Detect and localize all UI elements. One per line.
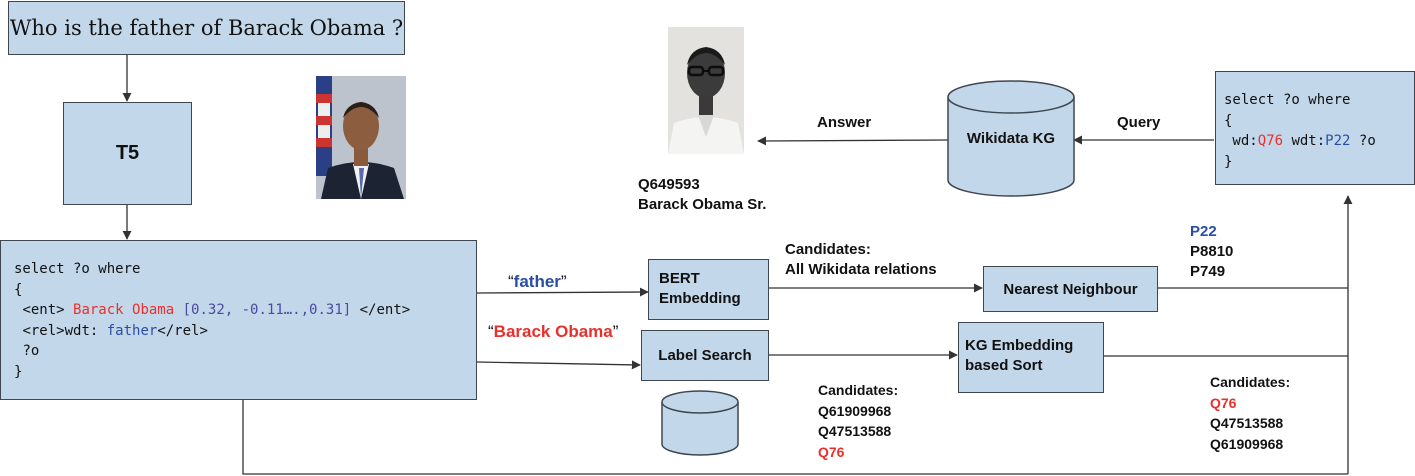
- kg-label: Wikidata KG: [966, 130, 1056, 147]
- question-box: Who is the father of Barack Obama ?: [8, 1, 405, 55]
- final-query-line-2: {: [1224, 112, 1233, 129]
- template-entity-label: Barack Obama: [73, 302, 175, 318]
- kg-database-icon: [947, 80, 1075, 197]
- arrow-to-bert: [476, 287, 649, 297]
- relation-candidates-text: Candidates: All Wikidata relations: [785, 241, 937, 278]
- final-query-triple: wd:Q76 wdt:P22 ?o: [1224, 133, 1376, 149]
- rel-close-tag: </rel>: [157, 322, 208, 339]
- entity-candidates-list: Candidates: Q61909968 Q47513588 Q76: [818, 380, 898, 462]
- t5-label: T5: [115, 142, 140, 164]
- rel-open-tag: <rel>wdt:: [22, 322, 107, 339]
- final-query-relation-id: P22: [1325, 133, 1351, 149]
- bert-embedding-box: BERT Embedding: [648, 259, 769, 320]
- ent-open-tag: <ent>: [22, 302, 74, 318]
- label-index-database-icon: [661, 390, 739, 456]
- final-query-line-1: select ?o where: [1224, 92, 1351, 108]
- entity-candidate-item: Q61909968: [818, 402, 892, 419]
- entity-candidate-item: Q47513588: [818, 423, 892, 439]
- query-edge-label: Query: [1117, 114, 1161, 131]
- sorted-candidate-item: Q47513588: [1210, 415, 1284, 431]
- label-search-box: Label Search: [641, 330, 769, 381]
- sorted-candidate-item: Q76: [1210, 394, 1237, 411]
- final-query-line-4: }: [1224, 153, 1233, 170]
- sorted-candidate-item: Q61909968: [1210, 435, 1284, 452]
- nearest-neighbour-box: Nearest Neighbour: [983, 266, 1158, 312]
- nearest-neighbour-label: Nearest Neighbour: [1003, 280, 1138, 298]
- bert-label-line-1: BERT: [659, 270, 700, 287]
- template-entity-line: <ent> Barack Obama [0.32, -0.11….,0.31] …: [14, 300, 476, 321]
- arrow-kg-to-answer: [757, 136, 949, 146]
- barack-obama-photo-icon: [316, 76, 406, 199]
- kg-embedding-sort-box: KG Embedding based Sort: [958, 322, 1104, 393]
- entity-candidate-item: Q76: [818, 443, 845, 460]
- arrow-to-label-search: [476, 360, 641, 370]
- template-relation-label: father: [106, 322, 158, 339]
- ent-close-tag: </ent>: [351, 302, 411, 318]
- entity-mention: “Barack Obama”: [488, 322, 619, 341]
- kg-sort-line-2: based Sort: [965, 357, 1043, 374]
- relation-result-item: P8810: [1190, 243, 1234, 260]
- answer-edge-label: Answer: [817, 114, 872, 131]
- final-query-box: select ?o where { wd:Q76 wdt:P22 ?o }: [1215, 71, 1415, 185]
- line-template-bottom-loop: [242, 400, 1348, 475]
- answer-name: Barack Obama Sr.: [638, 196, 767, 213]
- relation-result-item: P22: [1190, 223, 1217, 240]
- relation-mention: “father”: [508, 272, 567, 291]
- t5-model-box: T5: [63, 102, 192, 205]
- kg-sort-line-1: KG Embedding: [965, 337, 1074, 354]
- template-line-1: select ?o where: [14, 261, 141, 277]
- barack-obama-sr-photo-icon: [668, 27, 744, 154]
- final-query-entity-id: Q76: [1257, 133, 1284, 149]
- template-relation-line: <rel>wdt: father</rel>: [14, 321, 476, 342]
- sorted-candidates-list: Candidates: Q76 Q47513588 Q61909968: [1210, 372, 1290, 454]
- question-text: Who is the father of Barack Obama ?: [9, 16, 404, 40]
- template-line-6: }: [14, 363, 23, 380]
- entity-candidates-title: Candidates:: [818, 382, 899, 398]
- template-line-2: {: [14, 281, 23, 298]
- bert-label-line-2: Embedding: [659, 290, 741, 307]
- relation-results-list: P22 P8810 P749: [1190, 222, 1233, 282]
- sorted-candidates-title: Candidates:: [1210, 374, 1291, 390]
- query-template-box: select ?o where { <ent> Barack Obama [0.…: [0, 240, 477, 400]
- label-search-label: Label Search: [658, 347, 752, 364]
- answer-text: Q649593 Barack Obama Sr.: [638, 175, 766, 215]
- template-entity-vector: [0.32, -0.11….,0.31]: [182, 302, 352, 318]
- answer-id: Q649593: [638, 176, 700, 193]
- relation-result-item: P749: [1190, 263, 1226, 280]
- template-line-5: ?o: [22, 343, 40, 359]
